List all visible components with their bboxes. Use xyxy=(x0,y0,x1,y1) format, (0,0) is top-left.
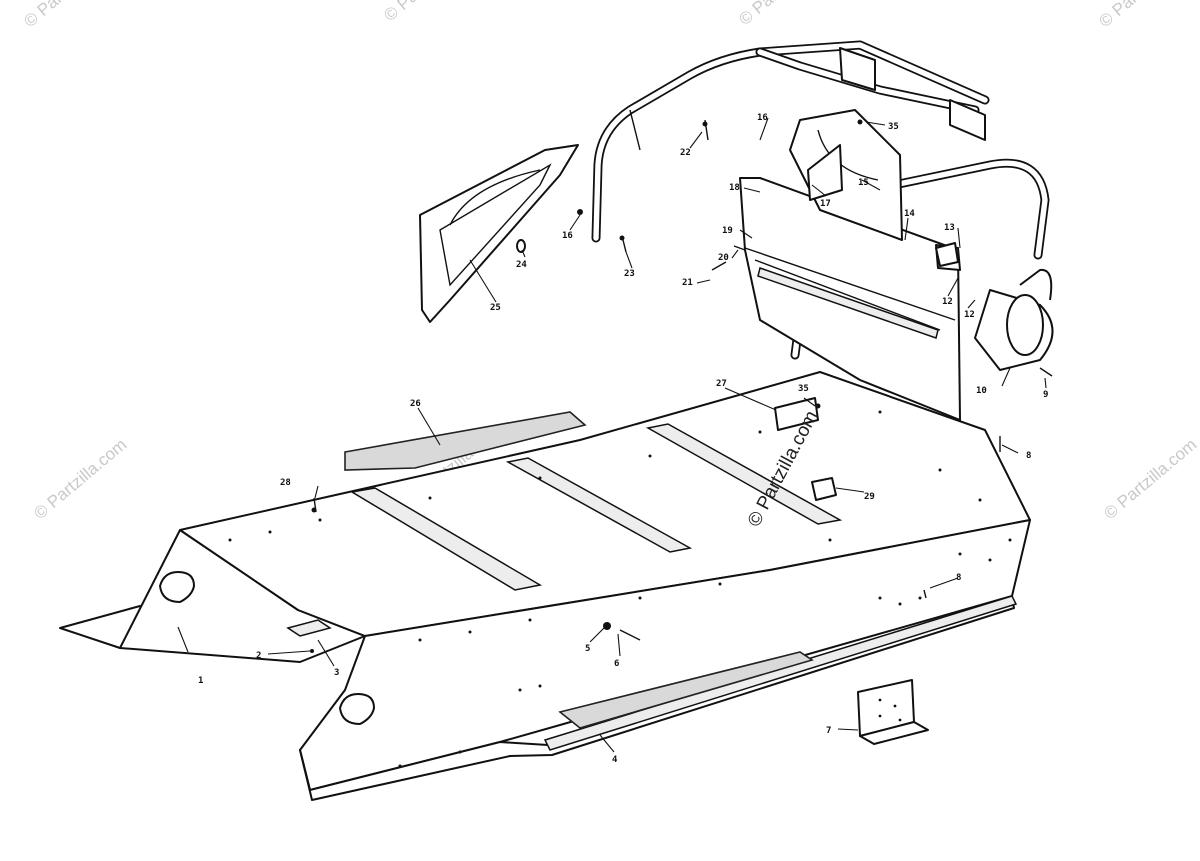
fasteners xyxy=(310,119,1053,653)
callout-18: 18 xyxy=(729,183,740,193)
callout-17: 17 xyxy=(820,199,831,209)
callout-7: 7 xyxy=(826,726,831,736)
watermark-faint: © Partzilla.com xyxy=(30,435,130,523)
tool-box xyxy=(974,268,1054,371)
callout-24: 24 xyxy=(516,260,527,270)
callout-16: 16 xyxy=(562,231,573,241)
callout-9: 9 xyxy=(1043,390,1048,400)
callout-27: 27 xyxy=(716,379,727,389)
callout-1: 1 xyxy=(198,676,203,686)
traction-strip-lower xyxy=(558,651,814,729)
callout-20: 20 xyxy=(718,253,729,263)
callout-35: 35 xyxy=(798,384,809,394)
bracket-7 xyxy=(857,679,929,745)
bracket-29 xyxy=(811,477,837,501)
callout-16b: 16 xyxy=(757,113,768,123)
bracket-13 xyxy=(935,242,959,267)
watermark-faint: © Partzilla.com xyxy=(1100,435,1200,523)
deck-rail xyxy=(349,487,543,591)
bracket-27 xyxy=(774,397,819,431)
callout-6: 6 xyxy=(614,659,619,669)
callout-4: 4 xyxy=(612,755,618,765)
callout-23: 23 xyxy=(624,269,635,279)
deck-rail xyxy=(505,457,693,553)
callout-29: 29 xyxy=(864,492,875,502)
side-cutout xyxy=(339,693,375,725)
callout-36: 35 xyxy=(888,122,899,132)
watermark-faint: © Partzilla.com xyxy=(735,0,835,29)
rivets xyxy=(228,410,1012,768)
callout-22: 22 xyxy=(680,148,691,158)
traction-strip xyxy=(344,411,587,471)
watermark-faint: © Partzilla.com xyxy=(380,0,480,25)
bracket xyxy=(286,619,332,637)
watermark-faint: © Partzilla.com xyxy=(1095,0,1195,31)
callout-2: 2 xyxy=(256,651,261,661)
callout-28: 28 xyxy=(280,478,291,488)
callout-5: 5 xyxy=(585,644,590,654)
seat-back-panels xyxy=(739,109,961,421)
callout-13: 13 xyxy=(944,223,955,233)
callout-8b: 8 xyxy=(956,573,961,583)
callout-10: 10 xyxy=(976,386,987,396)
callouts: 1 2 3 4 5 6 7 8 8 9 10 12 12 13 14 15 35… xyxy=(198,113,1048,765)
callout-26: 26 xyxy=(410,399,421,409)
callout-21: 21 xyxy=(682,278,693,288)
side-cutout xyxy=(159,571,195,603)
side-panel-25 xyxy=(419,144,579,323)
callout-8: 8 xyxy=(1026,451,1031,461)
callout-19: 19 xyxy=(722,226,733,236)
callout-12: 12 xyxy=(942,297,953,307)
watermark-faint: © Partzilla.com xyxy=(20,0,120,31)
callout-15: 15 xyxy=(858,178,869,188)
callout-14: 14 xyxy=(904,209,915,219)
callout-25: 25 xyxy=(490,303,501,313)
tunnel-assembly xyxy=(59,371,1031,801)
callout-3: 3 xyxy=(334,668,339,678)
running-board-rail xyxy=(543,595,1018,751)
tunnel-right-wall xyxy=(299,519,1031,791)
leader-lines xyxy=(177,117,1047,753)
deck-rail xyxy=(645,423,843,525)
callout-12b: 12 xyxy=(964,310,975,320)
